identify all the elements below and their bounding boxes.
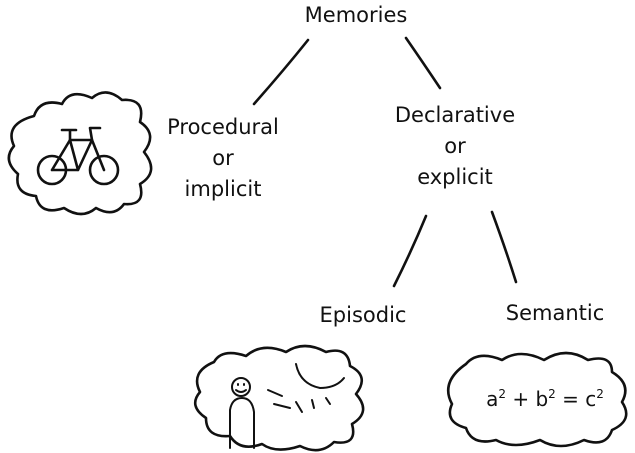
episodic-label: Episodic — [319, 303, 407, 327]
declarative-line1: Declarative — [394, 103, 516, 127]
semantic-cloud — [447, 351, 628, 448]
person-smile — [235, 389, 247, 393]
memory-sun — [295, 363, 345, 389]
memory-rays — [267, 389, 331, 413]
cloud-outline-episodic — [193, 344, 365, 452]
formula-equals: = — [562, 387, 579, 411]
person-head — [231, 377, 251, 397]
procedural-cloud — [7, 91, 153, 216]
formula-a-exponent: 2 — [498, 387, 506, 401]
bicycle-seat — [60, 128, 78, 142]
node-procedural: Procedural or implicit — [158, 112, 288, 205]
memories-label: Memories — [304, 3, 408, 27]
connector-declarative-episodic — [392, 214, 428, 288]
formula-c-exponent: 2 — [596, 387, 604, 401]
formula-b: b — [535, 387, 549, 411]
procedural-line3: implicit — [184, 177, 262, 201]
episodic-cloud — [193, 344, 365, 452]
bicycle-frame — [50, 138, 106, 172]
declarative-line2: or — [444, 134, 466, 158]
declarative-line3: explicit — [417, 165, 493, 189]
semantic-label: Semantic — [505, 301, 605, 325]
cloud-outline-procedural — [7, 91, 153, 216]
bicycle-front-wheel — [88, 154, 120, 186]
formula-c: c — [585, 387, 597, 411]
node-episodic: Episodic — [306, 300, 420, 331]
node-semantic: Semantic — [496, 298, 614, 329]
procedural-line2: or — [212, 146, 234, 170]
person-memory-icon — [229, 363, 345, 449]
formula-plus: + — [512, 387, 530, 411]
connector-memories-declarative — [404, 36, 442, 90]
node-declarative: Declarative or explicit — [384, 100, 526, 193]
connector-declarative-semantic — [490, 210, 518, 284]
person-eyes — [237, 383, 245, 386]
formula-a: a — [486, 387, 499, 411]
pythagorean-formula: a2 + b2 = c2 — [478, 384, 612, 415]
bicycle-handlebar — [88, 126, 102, 142]
person-body — [229, 397, 255, 449]
cloud-outline-semantic — [447, 351, 628, 448]
procedural-line1: Procedural — [167, 115, 279, 139]
connector-memories-procedural — [252, 38, 310, 106]
node-memories: Memories — [298, 0, 414, 31]
formula-b-exponent: 2 — [548, 387, 556, 401]
bicycle-icon — [36, 126, 120, 186]
